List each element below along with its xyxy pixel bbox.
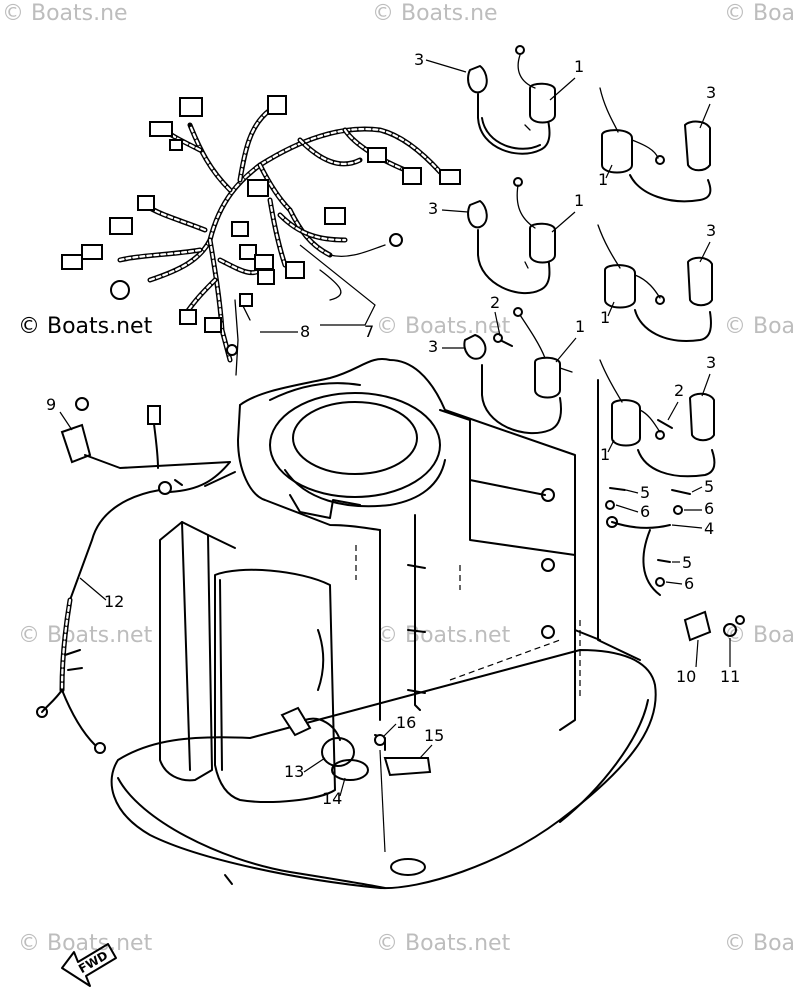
watermark-bottom-right: © Boa: [724, 931, 793, 956]
callout-2: 2: [490, 293, 500, 312]
drain-hole: [390, 858, 426, 876]
callout-16: 16: [396, 713, 416, 732]
watermark-mid-right: © Boa: [724, 314, 793, 339]
callout-1: 1: [574, 57, 584, 76]
callout-3: 3: [414, 50, 424, 69]
watermark-top-left: © Boats.ne: [2, 1, 128, 26]
callout-12: 12: [104, 592, 124, 611]
watermark-low-left: © Boats.net: [18, 623, 153, 648]
ignition-coil: [467, 45, 556, 155]
watermark-mid-center: © Boats.net: [376, 314, 511, 339]
callout-6: 6: [640, 502, 650, 521]
wiring-harness: [61, 95, 461, 376]
watermarks: © Boats.ne © Boats.ne © Boa © Boats.net …: [2, 1, 793, 956]
watermark-mid-left: © Boats.net: [18, 314, 153, 339]
callout-1: 1: [600, 308, 610, 327]
seal-14: [331, 759, 369, 781]
callout-1: 1: [575, 317, 585, 336]
callout-14: 14: [322, 789, 342, 808]
intake-silencer: [159, 521, 213, 782]
callout-11: 11: [720, 667, 740, 686]
watermark-top-center: © Boats.ne: [372, 1, 498, 26]
callout-8: 8: [300, 322, 310, 341]
callout-9: 9: [46, 395, 56, 414]
bracket-15: [383, 757, 432, 777]
callout-6: 6: [684, 574, 694, 593]
callout-3: 3: [706, 83, 716, 102]
grommet-13: [280, 706, 312, 737]
ignition-coil: [467, 177, 556, 295]
callout-5: 5: [640, 483, 650, 502]
callout-15: 15: [424, 726, 444, 745]
ignition-coil: [599, 359, 716, 478]
callout-6: 6: [704, 499, 714, 518]
harness-connector: [179, 97, 203, 117]
ignition-coil: [599, 87, 712, 203]
callout-4: 4: [704, 519, 714, 538]
ignition-coil: [463, 307, 573, 435]
callouts: 3 1 3 1 3 1 3 1 2 1 3 3 2 1 5 5 6 6 4: [46, 50, 740, 808]
flywheel-cover: [269, 392, 441, 498]
ignition-coils: [463, 45, 745, 661]
callout-3: 3: [706, 221, 716, 240]
callout-1: 1: [598, 170, 608, 189]
watermark-bottom-center: © Boats.net: [376, 931, 511, 956]
callout-5: 5: [682, 553, 692, 572]
screw-16: [374, 734, 386, 746]
callout-3: 3: [706, 353, 716, 372]
callout-10: 10: [676, 667, 696, 686]
callout-13: 13: [284, 762, 304, 781]
left-components: [36, 397, 236, 754]
callout-3: 3: [428, 337, 438, 356]
sensor-component-9: [60, 423, 92, 464]
callout-1: 1: [574, 191, 584, 210]
callout-1: 1: [600, 445, 610, 464]
lower-fittings: [280, 706, 432, 853]
watermark-low-center: © Boats.net: [376, 623, 511, 648]
ignition-coil: [597, 224, 713, 342]
engine-powerhead: [159, 358, 581, 803]
callout-5: 5: [704, 477, 714, 496]
watermark-top-right: © Boa: [724, 1, 793, 26]
callout-2: 2: [674, 381, 684, 400]
watermark-bottom-left: © Boats.net: [18, 931, 153, 956]
callout-3: 3: [428, 199, 438, 218]
fwd-arrow-icon: [61, 943, 117, 987]
carburetor-housing: [214, 568, 336, 803]
callout-7: 7: [364, 322, 374, 341]
relay-component: [683, 610, 712, 642]
